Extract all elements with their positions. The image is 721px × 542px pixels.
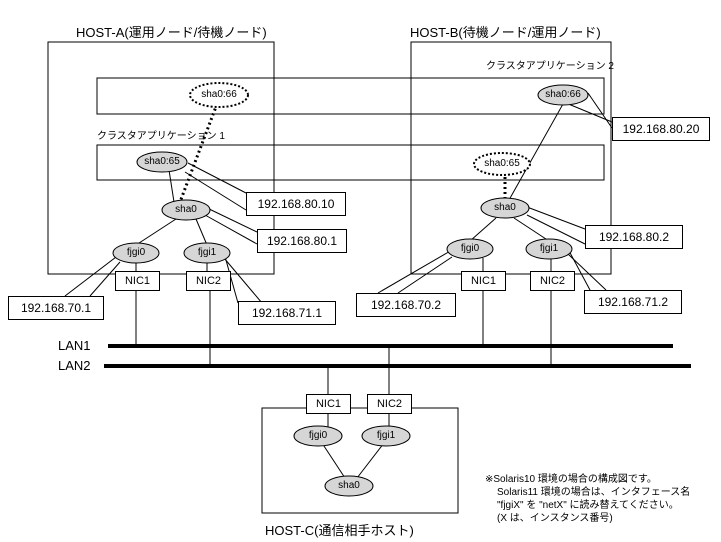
ip-box-sha0-65: 192.168.80.10 — [246, 192, 346, 216]
host-b-sha0-66-label: sha0:66 — [545, 89, 581, 100]
host-b-fjgi1-label: fjgi1 — [539, 243, 559, 254]
host-c-fjgi1 — [361, 425, 411, 447]
host-b-title: HOST-B(待機ノード/運用ノード) — [410, 25, 601, 40]
host-a-nic2: NIC2 — [186, 271, 231, 291]
cluster-app-2-band — [96, 77, 605, 115]
cluster-app-1-band — [96, 144, 605, 181]
ip-box-host-b-fjgi1: 192.168.71.2 — [584, 290, 682, 314]
host-b-frame — [410, 41, 612, 275]
host-c-frame — [261, 407, 459, 514]
host-c-nic2: NIC2 — [367, 394, 412, 414]
host-c-fjgi0 — [293, 425, 343, 447]
host-a-sha0-label: sha0 — [175, 204, 197, 215]
host-c-sha0-label: sha0 — [338, 480, 360, 491]
footnote: ※Solaris10 環境の場合の構成図です。 Solaris11 環境の場合は… — [485, 473, 690, 525]
host-a-sha0-66-virtual — [189, 82, 249, 108]
ip-box-sha0-66: 192.168.80.20 — [612, 117, 710, 141]
host-c-sha0 — [324, 475, 374, 497]
host-a-frame — [47, 41, 275, 275]
footnote-line-3: "fjgiX" を "netX" に読み替えてください。 — [497, 500, 679, 511]
host-a-sha0-65-label: sha0:65 — [144, 156, 180, 167]
host-c-title: HOST-C(通信相手ホスト) — [265, 523, 414, 538]
footnote-line-4: (X は、インスタンス番号) — [497, 513, 613, 524]
host-a-sha0-66-label: sha0:66 — [201, 89, 237, 100]
host-b-nic1: NIC1 — [461, 271, 506, 291]
cluster-app-1-label: クラスタアプリケーション 1 — [97, 131, 225, 142]
host-c-fjgi0-label: fjgi0 — [308, 430, 328, 441]
cluster-app-2-label: クラスタアプリケーション 2 — [486, 61, 614, 72]
ip-box-host-a-sha0: 192.168.80.1 — [257, 229, 347, 253]
host-b-sha0-66 — [537, 84, 589, 106]
host-c-fjgi1-label: fjgi1 — [376, 430, 396, 441]
host-b-fjgi1 — [525, 238, 573, 260]
host-b-fjgi0-label: fjgi0 — [460, 243, 480, 254]
ip-box-host-b-fjgi0: 192.168.70.2 — [356, 293, 456, 317]
host-a-fjgi1 — [183, 242, 231, 264]
lan2-label: LAN2 — [58, 358, 91, 373]
ip-box-host-b-sha0: 192.168.80.2 — [585, 225, 683, 249]
host-a-fjgi0-label: fjgi0 — [126, 247, 146, 258]
host-c-nic1: NIC1 — [306, 394, 351, 414]
host-b-nic2: NIC2 — [530, 271, 575, 291]
host-a-sha0-65 — [136, 151, 188, 173]
footnote-line-1: ※Solaris10 環境の場合の構成図です。 — [485, 474, 657, 485]
host-a-sha0 — [161, 199, 211, 221]
host-a-title: HOST-A(運用ノード/待機ノード) — [76, 25, 267, 40]
host-b-sha0-65-label: sha0:65 — [484, 158, 520, 169]
host-b-sha0-65-virtual — [473, 152, 531, 176]
footnote-line-2: Solaris11 環境の場合は、インタフェース名 — [497, 487, 691, 498]
ip-box-host-a-fjgi0: 192.168.70.1 — [8, 296, 104, 320]
host-b-fjgi0 — [446, 238, 494, 260]
host-a-nic1: NIC1 — [115, 271, 160, 291]
host-b-sha0 — [480, 197, 530, 219]
host-b-sha0-label: sha0 — [494, 202, 516, 213]
ip-box-host-a-fjgi1: 192.168.71.1 — [238, 301, 336, 325]
host-a-fjgi0 — [112, 242, 160, 264]
lan1-label: LAN1 — [58, 338, 91, 353]
host-a-fjgi1-label: fjgi1 — [197, 247, 217, 258]
